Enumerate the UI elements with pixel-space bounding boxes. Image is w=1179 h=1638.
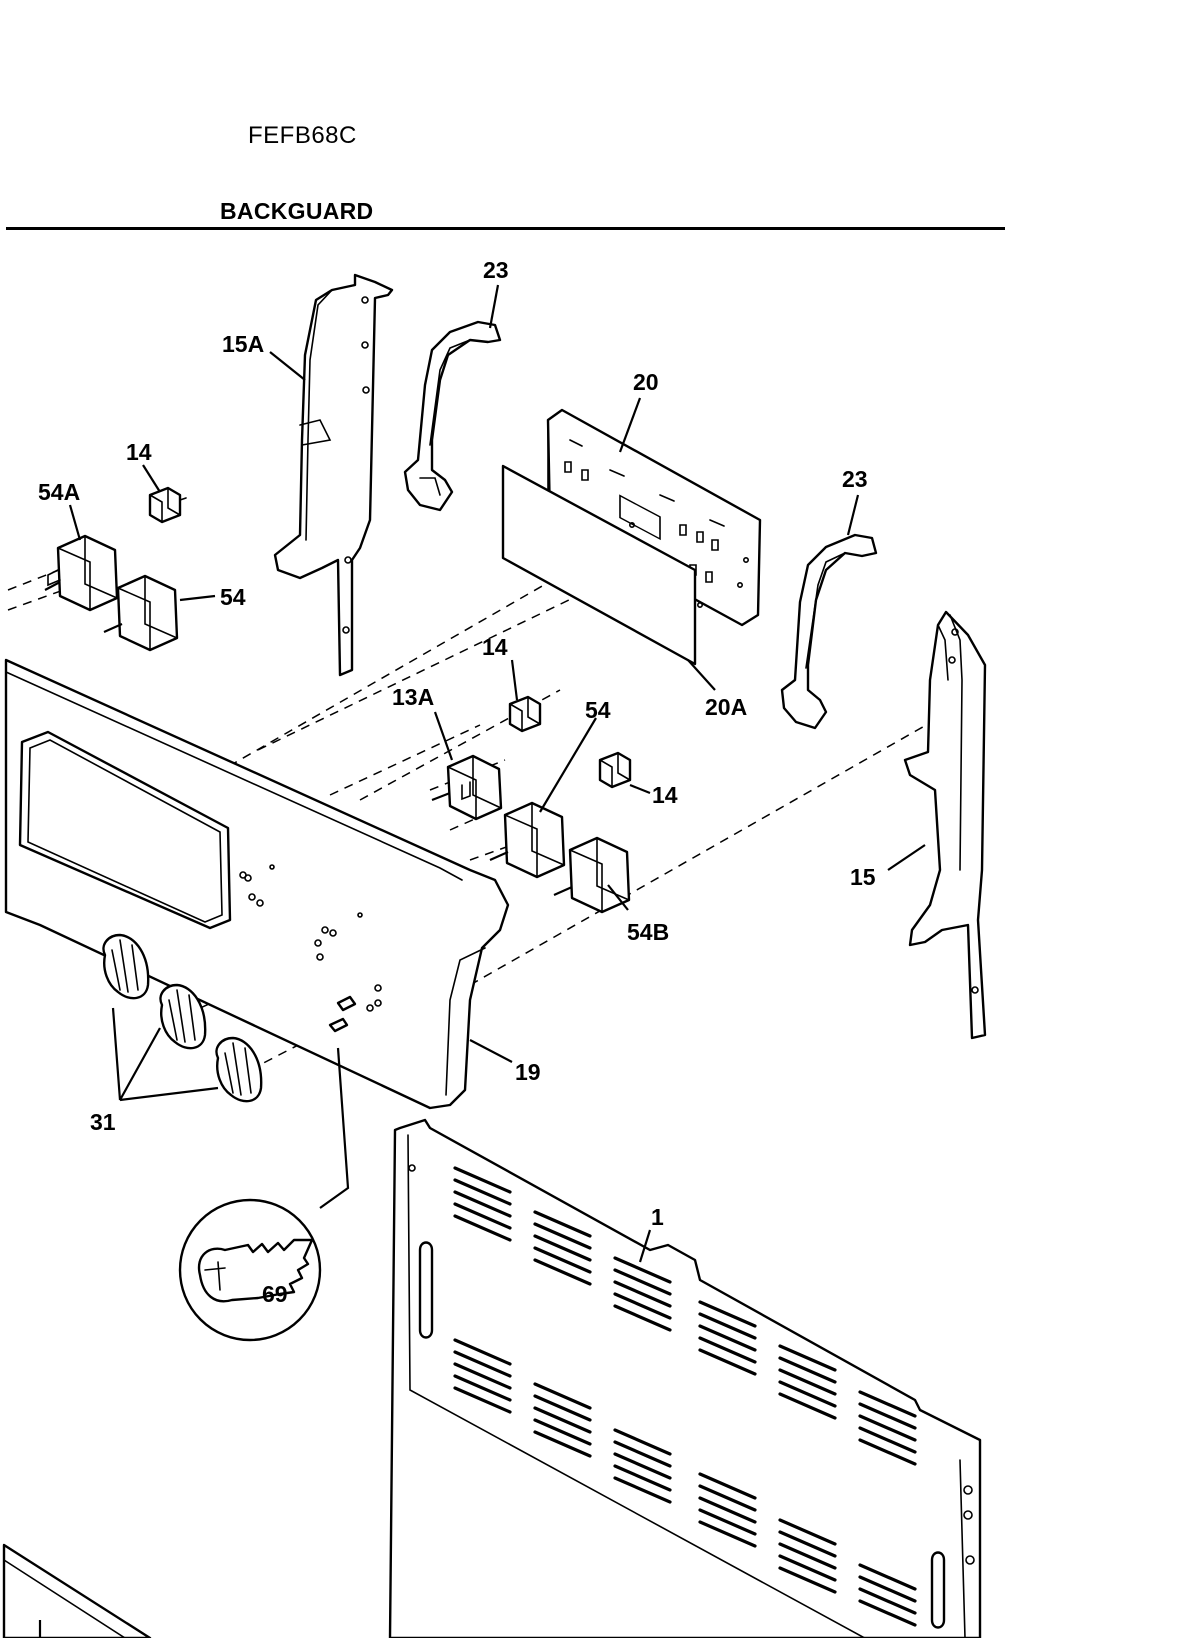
callout-labels: 15A 23 20 23 14 54A 54 14 13A 54 20A 14 … — [38, 257, 876, 1307]
section-title: BACKGUARD — [220, 198, 374, 224]
switch-13A — [431, 754, 503, 821]
brace-top — [403, 320, 502, 512]
rear-panel — [388, 1118, 982, 1638]
callout-19: 19 — [515, 1059, 541, 1085]
callout-69: 69 — [262, 1281, 288, 1307]
header-rule — [6, 227, 1005, 230]
callout-20: 20 — [633, 369, 659, 395]
callout-1: 1 — [651, 1204, 664, 1230]
switch-54B — [553, 836, 631, 914]
model-number: FEFB68C — [248, 122, 357, 149]
callout-14-left: 14 — [126, 439, 152, 465]
switch-54A — [44, 534, 119, 612]
control-board — [501, 408, 762, 666]
lower-panel-edge — [2, 1543, 152, 1638]
left-end-bracket — [273, 273, 394, 677]
callout-54A: 54A — [38, 479, 80, 505]
switch-54-left — [103, 574, 179, 652]
brace-right — [780, 533, 878, 730]
callout-14-mid: 14 — [482, 634, 508, 660]
callout-54B: 54B — [627, 919, 669, 945]
callout-13A: 13A — [392, 684, 434, 710]
callout-14-right: 14 — [652, 782, 678, 808]
callout-54-mid: 54 — [585, 697, 611, 723]
switch-14-right — [598, 751, 632, 789]
switch-14-mid — [508, 695, 542, 733]
callout-31: 31 — [90, 1109, 116, 1135]
knob-3 — [215, 1036, 263, 1103]
callout-15A: 15A — [222, 331, 264, 357]
switch-54-mid — [489, 801, 566, 879]
callout-54-left: 54 — [220, 584, 246, 610]
screw-detail — [178, 1047, 350, 1342]
callout-23-right: 23 — [842, 466, 868, 492]
knob-1 — [102, 933, 150, 1000]
control-panel — [4, 658, 510, 1110]
right-end-bracket — [903, 610, 987, 1040]
callout-23-top: 23 — [483, 257, 509, 283]
leader-lines — [68, 284, 926, 1263]
switch-14-left — [148, 486, 187, 524]
knob-2 — [159, 983, 207, 1050]
callout-15: 15 — [850, 864, 876, 890]
callout-20A: 20A — [705, 694, 747, 720]
